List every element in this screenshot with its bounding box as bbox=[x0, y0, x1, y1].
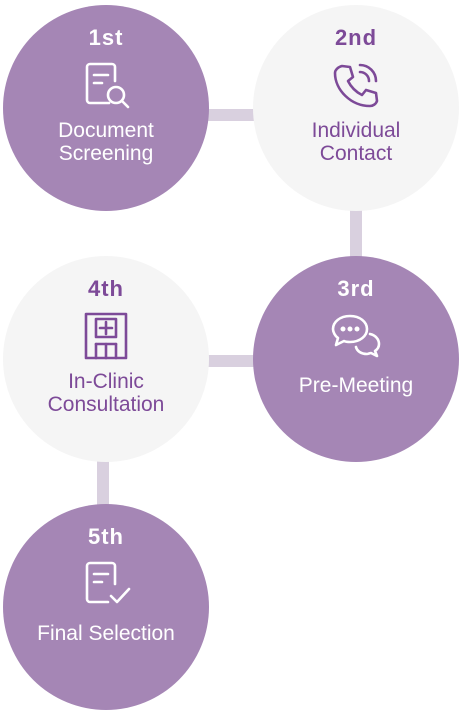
step-label: Document Screening bbox=[58, 119, 154, 165]
hospital-building-icon bbox=[78, 308, 134, 364]
step-5-circle: 5th Final Selection bbox=[3, 504, 209, 710]
connector-4-5 bbox=[97, 458, 109, 506]
connector-3-4 bbox=[205, 355, 255, 367]
step-2-circle: 2nd Individual Contact bbox=[253, 5, 459, 211]
step-label: Pre-Meeting bbox=[298, 374, 414, 397]
step-ordinal: 2nd bbox=[334, 25, 378, 50]
step-ordinal: 5th bbox=[88, 524, 124, 549]
document-check-icon bbox=[78, 556, 134, 612]
chat-bubbles-icon bbox=[328, 308, 384, 364]
step-label: Individual Contact bbox=[311, 119, 401, 165]
step-ordinal: 4th bbox=[88, 276, 124, 301]
connector-2-3 bbox=[350, 208, 362, 260]
connector-1-2 bbox=[205, 109, 255, 121]
step-ordinal: 3rd bbox=[337, 276, 375, 301]
step-label: Final Selection bbox=[37, 622, 175, 645]
step-3-circle: 3rd Pre-Meeting bbox=[253, 256, 459, 462]
step-label: In-Clinic Consultation bbox=[47, 370, 165, 416]
step-ordinal: 1st bbox=[88, 25, 124, 50]
document-search-icon bbox=[78, 57, 134, 113]
step-1-circle: 1st Document Screening bbox=[3, 5, 209, 211]
phone-call-icon bbox=[328, 57, 384, 113]
step-4-circle: 4th In-Clinic Consultation bbox=[3, 256, 209, 462]
